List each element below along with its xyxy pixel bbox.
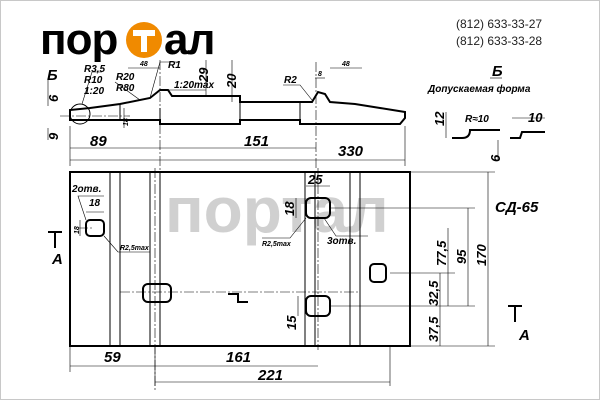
logo-icon: пор ал [40, 15, 215, 64]
dim-221: 221 [257, 367, 283, 384]
dim-37-5: 37,5 [426, 316, 441, 342]
detail-dim-6: 6 [488, 154, 503, 162]
detail-dim-10: 10 [528, 110, 543, 125]
dim-8: 8 [318, 71, 322, 78]
dim-48-left: 48 [139, 61, 148, 68]
allowed-shape-title: Допускаемая форма [427, 83, 531, 95]
dim-77-5: 77,5 [434, 240, 449, 266]
holes-2-label: 2отв. [71, 184, 101, 195]
dim-18-hole-width: 18 [89, 198, 101, 209]
dim-59: 59 [104, 349, 121, 366]
detail-radius: R≈10 [465, 114, 489, 125]
dim-18-profile: 18 [123, 118, 130, 126]
radius-r10: R10 [84, 75, 103, 86]
product-code: СД-65 [495, 199, 539, 216]
brand-logo: пор ал [38, 14, 218, 64]
watermark: портал [165, 174, 389, 246]
phone-number-2[interactable]: (812) 633-33-28 [456, 34, 543, 48]
dim-151: 151 [244, 133, 269, 150]
dim-18-hole-height: 18 [74, 226, 81, 234]
detail-b-mark: Б [492, 63, 503, 80]
dim-20: 20 [224, 73, 239, 89]
dim-25: 25 [307, 172, 323, 187]
detail-mark-b: Б [47, 67, 58, 84]
plan-view [48, 168, 522, 390]
slope-label: 1:20max [174, 80, 214, 91]
dim-170: 170 [474, 244, 489, 266]
slope-1-20: 1:20 [84, 86, 104, 97]
radius-r1: R1 [168, 60, 181, 71]
dim-29: 29 [196, 67, 211, 83]
detail-dim-12: 12 [432, 111, 447, 126]
dim-161: 161 [226, 349, 251, 366]
dim-330: 330 [338, 143, 364, 160]
dim-18-right-hole: 18 [282, 201, 297, 216]
dim-6-profile: 6 [46, 94, 61, 102]
radius-r3-5: R3,5 [84, 64, 106, 75]
radius-r20: R20 [116, 72, 135, 83]
svg-text:ал: ал [164, 15, 214, 62]
dim-15: 15 [284, 315, 299, 330]
dim-9: 9 [46, 132, 61, 140]
hole-right [369, 263, 387, 283]
dim-95: 95 [454, 249, 469, 264]
dim-32-5: 32,5 [426, 280, 441, 306]
holes-3-label: 3отв. [327, 236, 356, 247]
radius-r2: R2 [284, 75, 297, 86]
svg-text:портал: портал [165, 174, 389, 246]
radius-note-right: R2,5max [262, 241, 292, 248]
radius-note-left: R2,5max [120, 245, 150, 252]
phone-number-1[interactable]: (812) 633-33-27 [456, 17, 543, 31]
hole-left-bottom [142, 283, 172, 303]
svg-text:пор: пор [40, 15, 117, 62]
section-mark-a-left: А [51, 251, 63, 268]
section-mark-a-right: А [518, 327, 530, 344]
hole-left [85, 219, 105, 237]
profile-view [47, 60, 406, 170]
radius-r80: R80 [116, 83, 135, 94]
detail-b-sketch [445, 112, 545, 160]
dim-89: 89 [90, 133, 107, 150]
dim-48-right: 48 [341, 61, 350, 68]
